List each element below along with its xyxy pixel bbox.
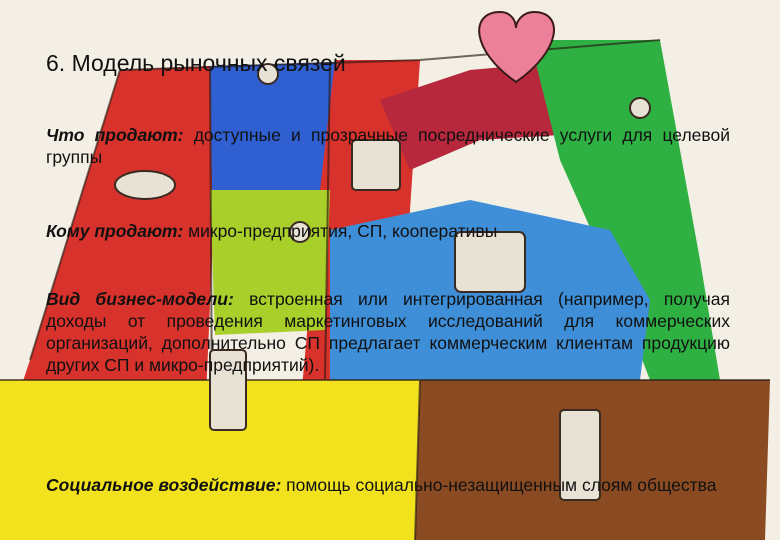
red-block-left [10,66,215,420]
person-head-top [257,63,279,85]
machine-box [454,231,526,293]
what-sold-label: Что продают: [46,125,184,145]
yellow-block [0,380,420,540]
heart-shape [478,10,555,84]
whom-sold-paragraph: Кому продают: микро-предприятия, СП, коо… [46,220,730,242]
person-head-center [289,221,311,243]
cash-register [559,409,601,501]
whom-sold-text: микро-предприятия, СП, кооперативы [188,221,498,241]
business-model-text: встроенная или интегрированная (например… [46,289,730,375]
what-sold-paragraph: Что продают: доступные и прозрачные поср… [46,124,730,168]
green-block [530,40,720,380]
person-head-right [629,97,651,119]
what-sold-text: доступные и прозрачные посреднические ус… [46,125,730,167]
social-impact-text: помощь социально-незащищенным слоям обще… [286,475,717,495]
ring-object [114,170,176,200]
blue-square [210,62,335,190]
whom-sold-label: Кому продают: [46,221,184,241]
social-impact-label: Социальное воздействие: [46,475,282,495]
figure-shelf [209,349,247,431]
gift-box [351,139,401,191]
slide-title: 6. Модель рыночных связей [46,50,346,76]
business-model-paragraph: Вид бизнес-модели: встроенная или интегр… [46,288,730,376]
business-model-label: Вид бизнес-модели: [46,289,234,309]
social-impact-paragraph: Социальное воздействие: помощь социально… [46,474,730,496]
